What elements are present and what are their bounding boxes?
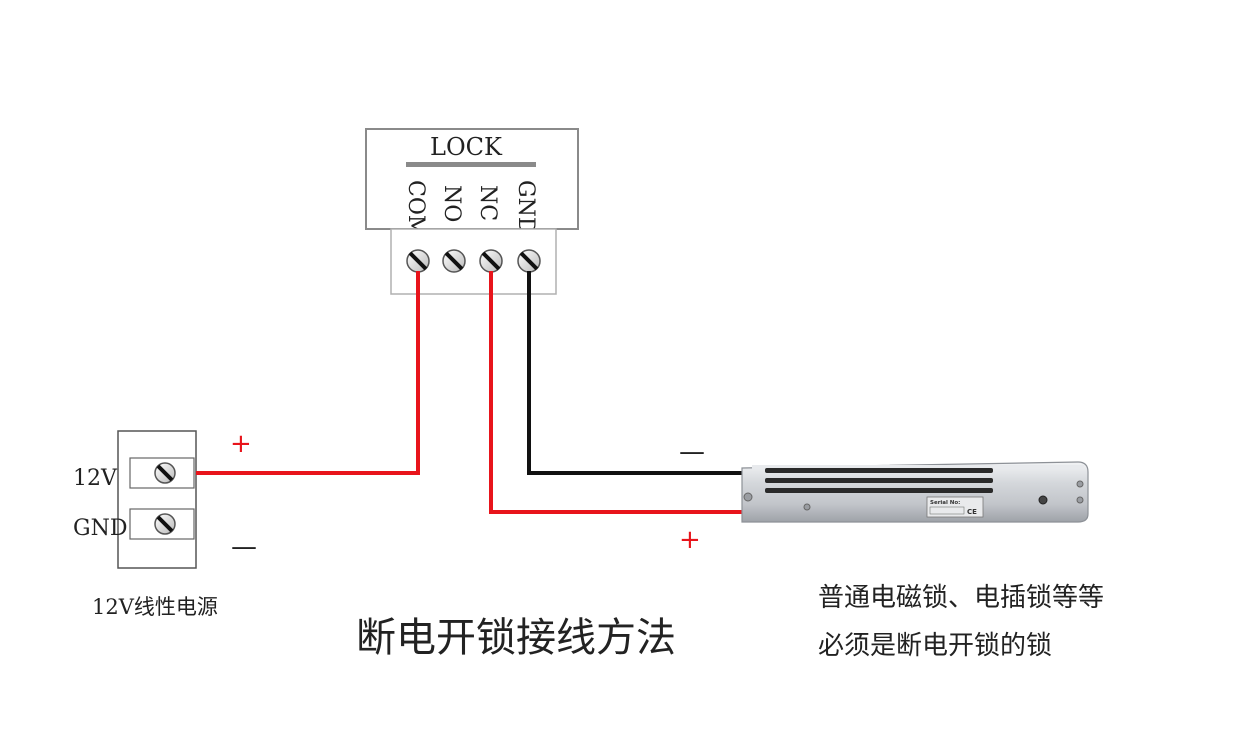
terminal-label-com: COM: [403, 180, 428, 237]
maglock-armature-groove-1: [765, 468, 993, 473]
screw-no: [442, 249, 466, 273]
power-supply: 12V GND 12V线性电源: [73, 430, 218, 619]
psu-label-gnd: GND: [73, 516, 127, 541]
note-line-2: 必须是断电开锁的锁: [818, 631, 1052, 661]
wires: [196, 271, 742, 514]
main-title: 断电开锁接线方法: [356, 615, 676, 661]
wire-gnd-to-lock-negative: [527, 271, 742, 475]
maglock-serial-label: Serial No:: [930, 500, 960, 506]
maglock-screw-right-top: [1076, 480, 1084, 488]
note-line-1: 普通电磁锁、电插锁等等: [818, 583, 1104, 613]
terminal-label-no: NO: [439, 185, 464, 222]
lock-plus-sign: +: [679, 525, 701, 555]
maglock-screw-left: [743, 492, 753, 502]
wire-com-to-12v: [196, 271, 420, 475]
screw-psu-gnd: [154, 513, 176, 535]
screw-com: [406, 249, 430, 273]
magnetic-lock: Serial No: CE: [741, 461, 1089, 523]
controller-title: LOCK: [430, 133, 503, 161]
psu-plus-sign: +: [230, 429, 252, 459]
psu-label-12v: 12V: [73, 466, 118, 491]
maglock-ce-mark: CE: [967, 508, 977, 516]
controller-title-underline: [406, 162, 536, 167]
maglock-armature-groove-3: [765, 488, 993, 493]
lock-controller: LOCK COM NO NC GND: [365, 128, 579, 295]
psu-caption: 12V线性电源: [92, 595, 218, 619]
terminal-label-gnd: GND: [513, 180, 538, 234]
maglock-face-top: [752, 465, 1084, 469]
screw-gnd: [517, 249, 541, 273]
power-supply-box: [117, 430, 197, 569]
screw-nc: [479, 249, 503, 273]
maglock-screw-mid: [803, 503, 811, 511]
psu-minus-sign: —: [231, 532, 257, 562]
wire-nc-to-lock-positive: [489, 271, 742, 514]
maglock-led: [1038, 495, 1048, 505]
maglock-armature-groove-2: [765, 478, 993, 483]
screw-psu-12v: [154, 462, 176, 484]
lock-minus-sign: —: [679, 437, 705, 467]
maglock-screw-right-bottom: [1076, 496, 1084, 504]
terminal-label-nc: NC: [475, 185, 500, 221]
controller-label-box: [365, 128, 579, 230]
maglock-serial-plate: Serial No: CE: [926, 496, 984, 518]
